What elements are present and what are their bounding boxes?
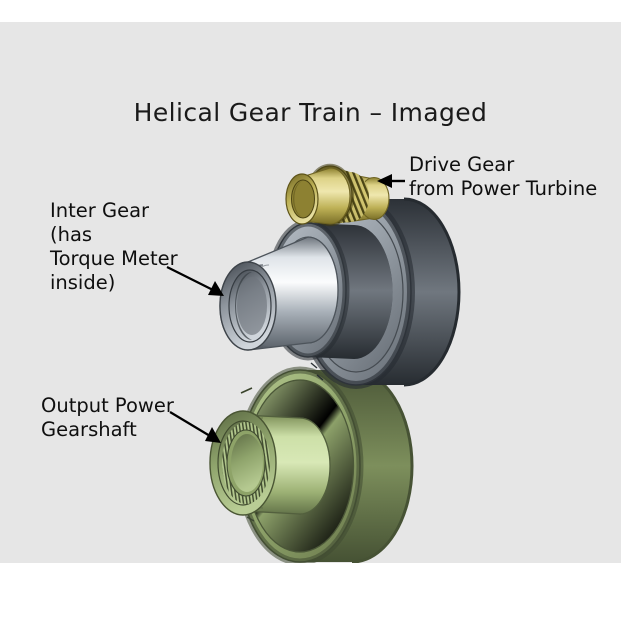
page-title: Helical Gear Train – Imaged [133, 98, 488, 127]
drive-gear-arrow [377, 174, 405, 188]
gear-train-illustration [166, 163, 461, 563]
figure-panel: Helical Gear Train – Imaged [0, 22, 621, 563]
output-gear [209, 366, 414, 563]
callout-drive-gear: Drive Gear from Power Turbine [409, 153, 598, 200]
callout-output-power-gearshaft: Output Power Gearshaft [41, 394, 174, 441]
output-gear-teeth [240, 387, 253, 394]
inter-gear-arrow [166, 266, 224, 296]
drive-pinion [285, 163, 390, 227]
output-gearshaft-arrow [169, 411, 221, 443]
callout-inter-gear: Inter Gear (has Torque Meter inside) [50, 199, 178, 294]
inter-gear [219, 195, 461, 389]
callout-arrows [166, 174, 405, 443]
